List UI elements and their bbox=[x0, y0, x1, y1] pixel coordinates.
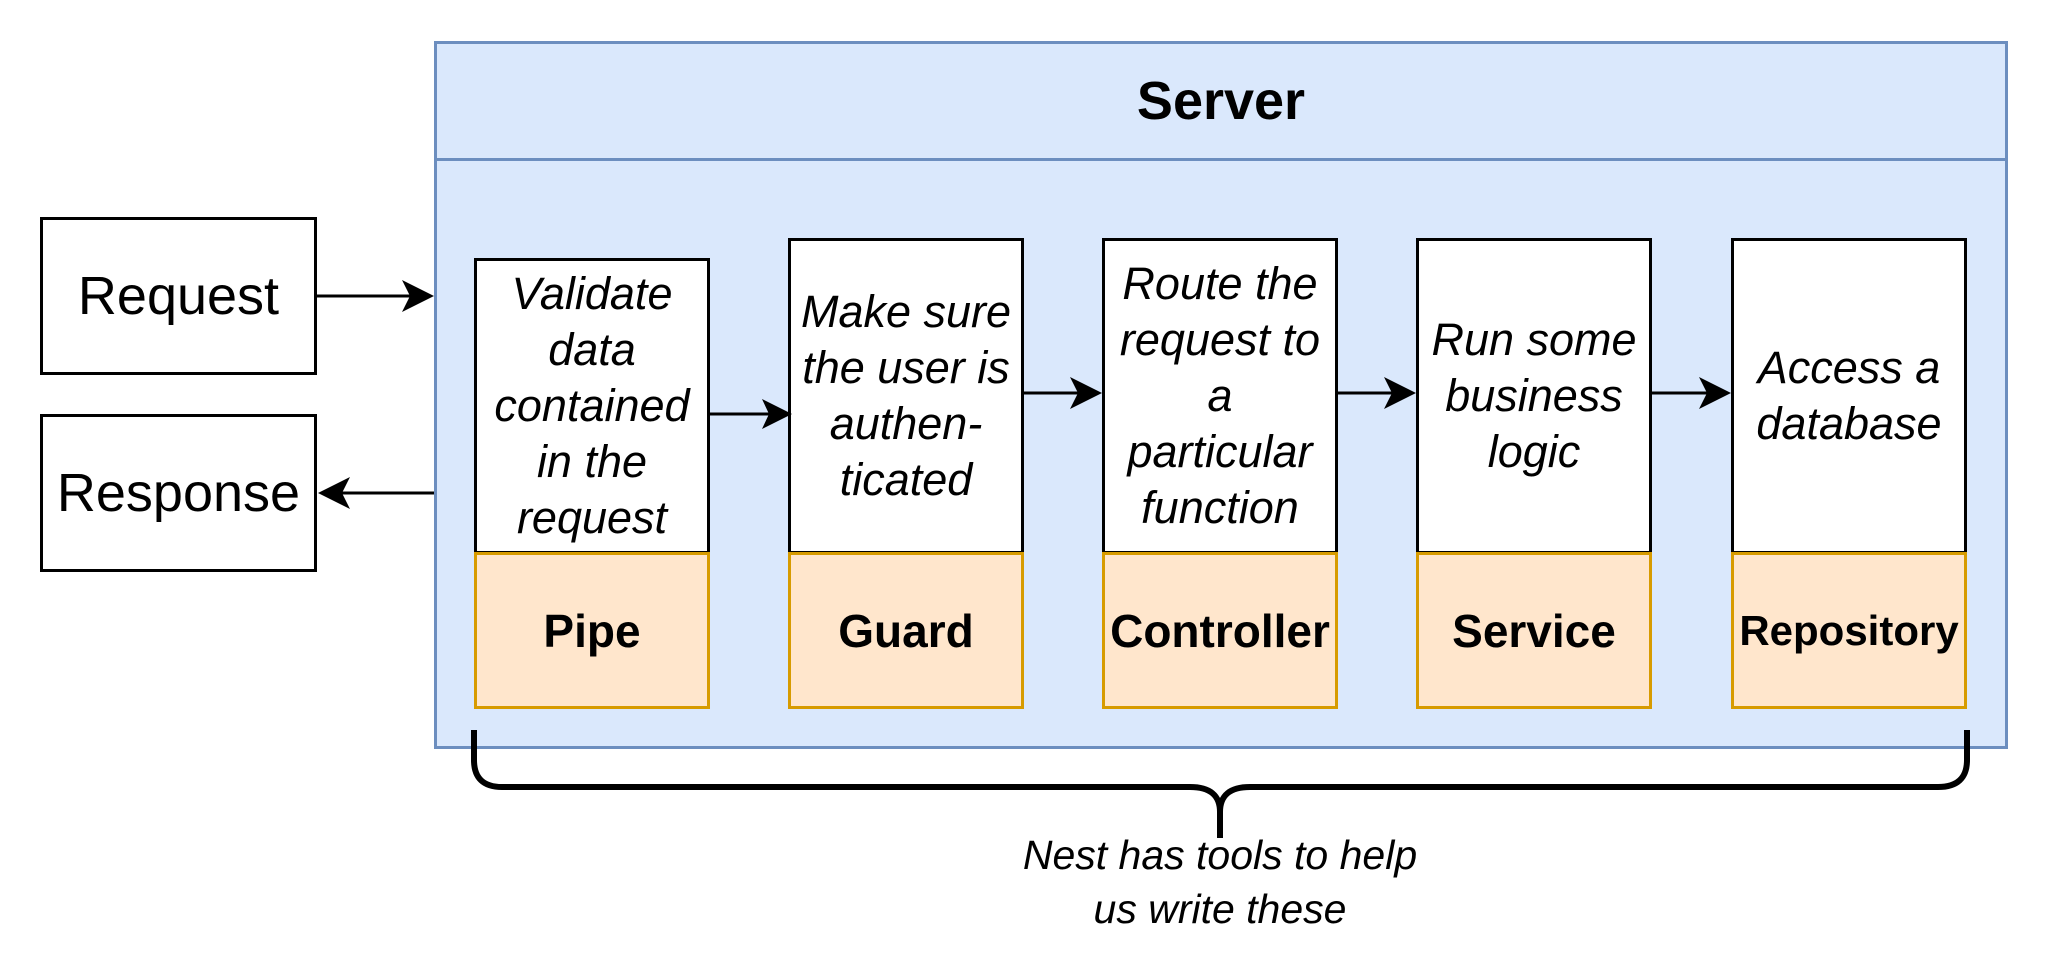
repository-label: Repository bbox=[1731, 552, 1967, 709]
guard-description: Make sure the user is authen- ticated bbox=[788, 238, 1024, 554]
desc-line: logic bbox=[1487, 426, 1581, 477]
service-to-repository-arrow bbox=[1652, 377, 1731, 409]
desc-line: ticated bbox=[839, 454, 973, 505]
service-label: Service bbox=[1416, 552, 1652, 709]
guard-label: Guard bbox=[788, 552, 1024, 709]
repository-description: Access a database bbox=[1731, 238, 1967, 554]
request-box: Request bbox=[40, 217, 317, 375]
desc-line: Access a bbox=[1757, 342, 1941, 393]
desc-line: request to bbox=[1119, 314, 1321, 365]
desc-line: Validate bbox=[511, 268, 673, 319]
server-title: Server bbox=[434, 41, 2008, 161]
pipe-label: Pipe bbox=[474, 552, 710, 709]
desc-line: Route the bbox=[1122, 258, 1318, 309]
desc-line: Run some bbox=[1431, 314, 1637, 365]
note-line: us write these bbox=[1093, 886, 1347, 932]
note-line: Nest has tools to help bbox=[1022, 832, 1418, 878]
desc-line: a bbox=[1207, 370, 1233, 421]
controller-description: Route the request to a particular functi… bbox=[1102, 238, 1338, 554]
nest-tools-note: Nest has tools to help us write these bbox=[970, 822, 1470, 942]
response-box: Response bbox=[40, 414, 317, 572]
desc-line: business bbox=[1445, 370, 1623, 421]
grouping-brace bbox=[471, 730, 1970, 838]
controller-label: Controller bbox=[1102, 552, 1338, 709]
desc-line: data bbox=[548, 324, 636, 375]
desc-line: function bbox=[1141, 482, 1299, 533]
guard-to-controller-arrow bbox=[1024, 377, 1102, 409]
response-arrow bbox=[318, 477, 434, 509]
request-arrow bbox=[317, 280, 434, 312]
service-description: Run some business logic bbox=[1416, 238, 1652, 554]
desc-line: contained bbox=[494, 380, 690, 431]
desc-line: particular bbox=[1127, 426, 1313, 477]
desc-line: authen- bbox=[829, 398, 983, 449]
desc-line: request bbox=[516, 492, 668, 543]
pipe-to-guard-arrow bbox=[710, 399, 792, 429]
pipe-description: Validate data contained in the request bbox=[474, 258, 710, 554]
controller-to-service-arrow bbox=[1338, 377, 1416, 409]
desc-line: the user is bbox=[802, 342, 1010, 393]
desc-line: database bbox=[1756, 398, 1942, 449]
desc-line: in the bbox=[536, 436, 648, 487]
desc-line: Make sure bbox=[800, 286, 1012, 337]
